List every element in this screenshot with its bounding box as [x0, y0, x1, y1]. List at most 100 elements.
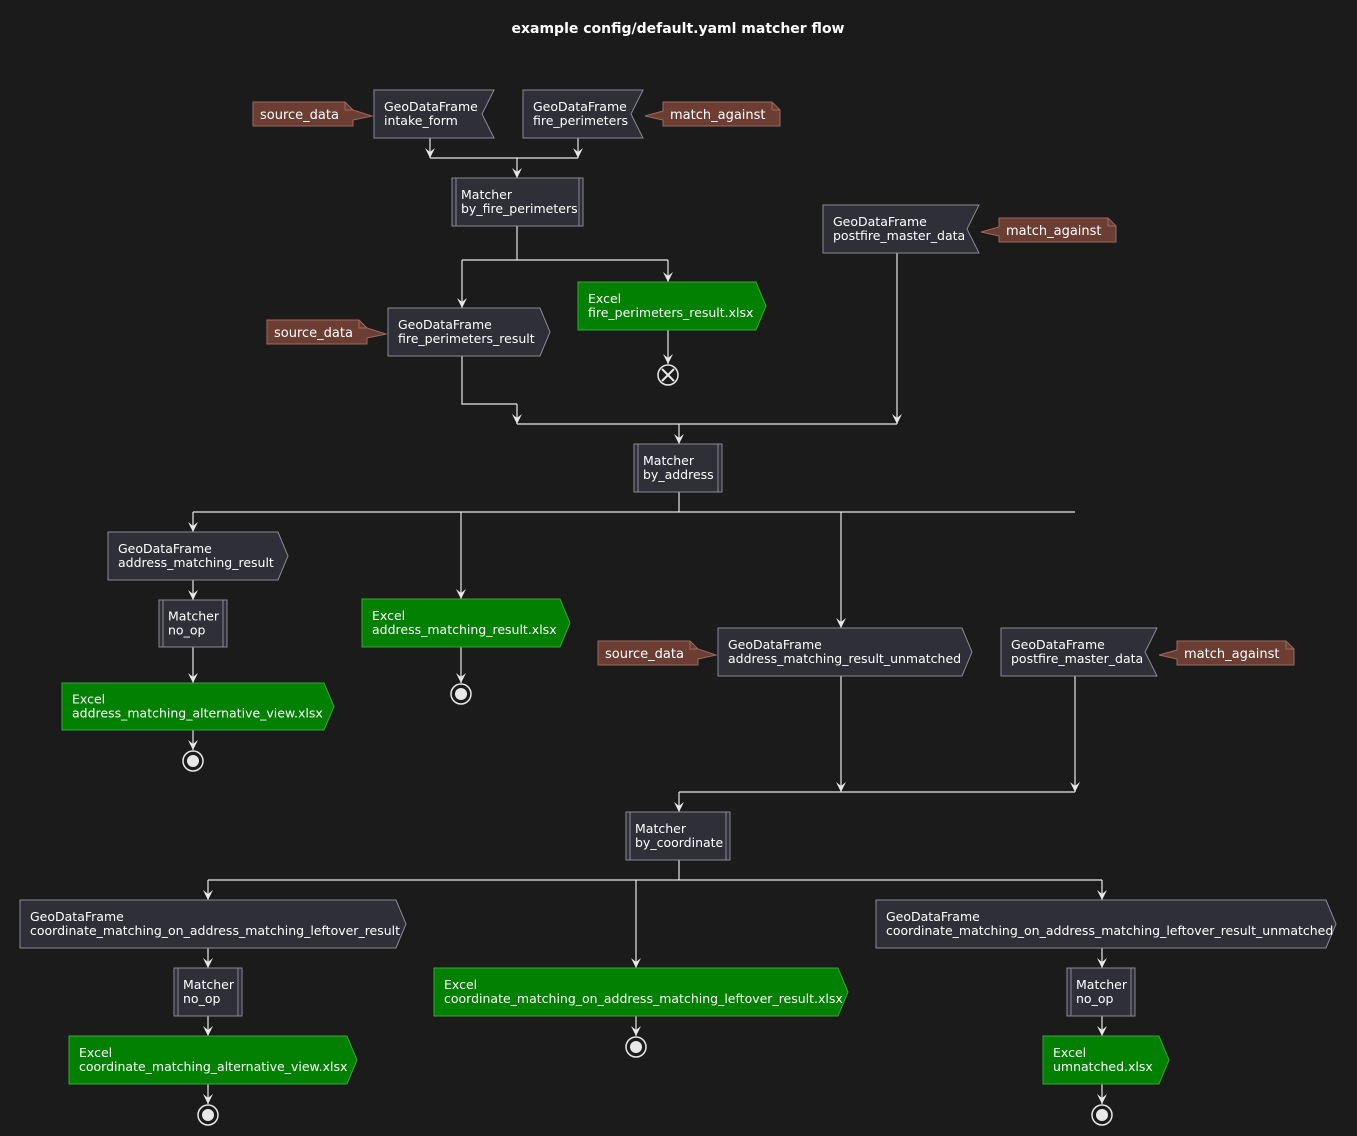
node-text: GeoDataFrame [1011, 637, 1105, 652]
stop-node [182, 750, 204, 772]
node-shape [522, 89, 644, 139]
shapes: GeoDataFrameintake_formsource_dataGeoDat… [19, 89, 1337, 1126]
node-shape [387, 307, 551, 357]
note-shape [980, 217, 1117, 243]
node-text: Excel [1053, 1045, 1086, 1060]
edge-line [461, 356, 517, 405]
node-text: address_matching_result [118, 555, 274, 570]
node-text: GeoDataFrame [30, 909, 124, 924]
arrow-head [203, 1094, 213, 1104]
arrow-head [188, 740, 198, 750]
node-text: Matcher [183, 977, 235, 992]
stop-ring [625, 1036, 647, 1058]
arrow-head [573, 148, 583, 158]
arrow-head [188, 590, 198, 600]
note-shape [597, 640, 718, 666]
node-text: postfire_master_data [833, 228, 965, 243]
node-text: no_op [183, 991, 220, 1006]
note-shape [252, 101, 374, 127]
arrow-head [203, 890, 213, 900]
arrow-head [512, 414, 522, 424]
stop-ring [182, 750, 204, 772]
note-text: match_against [1006, 224, 1102, 239]
arrow-head [674, 434, 684, 444]
arrow-head [631, 958, 641, 968]
note-text: match_against [1184, 647, 1280, 662]
node-shape [717, 627, 973, 677]
send-node-cmr: GeoDataFramecoordinate_matching_on_addre… [19, 899, 407, 949]
node-text: GeoDataFrame [886, 909, 980, 924]
note-text: source_data [274, 326, 353, 341]
stop-ring [197, 1104, 219, 1126]
node-text: Matcher [635, 821, 687, 836]
arrow-head [203, 1026, 213, 1036]
node-text: by_coordinate [635, 835, 724, 850]
note-n_postfire1: match_against [980, 217, 1117, 243]
node-text: Matcher [461, 187, 513, 202]
note-fold [1107, 218, 1116, 227]
node-text: no_op [1076, 991, 1113, 1006]
note-n_fireper: match_against [644, 101, 781, 127]
note-n_postfire2: match_against [1158, 640, 1295, 666]
stop-ring [1091, 1104, 1113, 1126]
stop-dot [187, 755, 199, 767]
node-shape [19, 899, 407, 949]
node-text: coordinate_matching_on_address_matching_… [886, 923, 1333, 938]
edges [188, 138, 1107, 1104]
arrow-head [425, 148, 435, 158]
node-shape [173, 967, 243, 1017]
node-text: fire_perimeters_result.xlsx [588, 305, 753, 320]
note-text: source_data [260, 108, 339, 123]
node-shape [68, 1035, 358, 1085]
stop-dot [455, 688, 467, 700]
node-text: address_matching_alternative_view.xlsx [72, 706, 323, 721]
node-shape [577, 281, 767, 331]
node-text: GeoDataFrame [533, 99, 627, 114]
node-text: Excel [444, 977, 477, 992]
note-shape [644, 101, 781, 127]
node-text: no_op [168, 623, 205, 638]
node-shape [158, 599, 228, 648]
node-text: GeoDataFrame [398, 317, 492, 332]
node-text: fire_perimeters [533, 113, 628, 128]
node-text: Excel [588, 291, 621, 306]
arrow-head [1097, 958, 1107, 968]
node-text: GeoDataFrame [833, 214, 927, 229]
node-text: postfire_master_data [1011, 651, 1143, 666]
diagram-title: example config/default.yaml matcher flow [511, 21, 844, 37]
node-text: coordinate_matching_on_address_matching_… [30, 923, 400, 938]
note-fold [358, 320, 367, 329]
node-shape [61, 682, 335, 731]
node-shape [361, 598, 571, 648]
node-shape [1042, 1035, 1170, 1085]
node-text: fire_perimeters_result [398, 331, 535, 346]
node-text: Excel [72, 692, 105, 707]
node-shape [433, 967, 849, 1017]
arrow-head [1097, 1094, 1107, 1104]
node-shape [373, 89, 495, 139]
stop-node [1091, 1104, 1113, 1126]
note-fold [344, 102, 353, 111]
node-text: by_fire_perimeters [461, 201, 578, 216]
arrow-head [456, 589, 466, 599]
node-text: Matcher [168, 609, 220, 624]
note-text: match_against [670, 108, 766, 123]
node-text: address_matching_result_unmatched [728, 651, 961, 666]
node-shape [625, 811, 731, 861]
node-shape [633, 443, 723, 493]
node-text: Excel [79, 1045, 112, 1060]
